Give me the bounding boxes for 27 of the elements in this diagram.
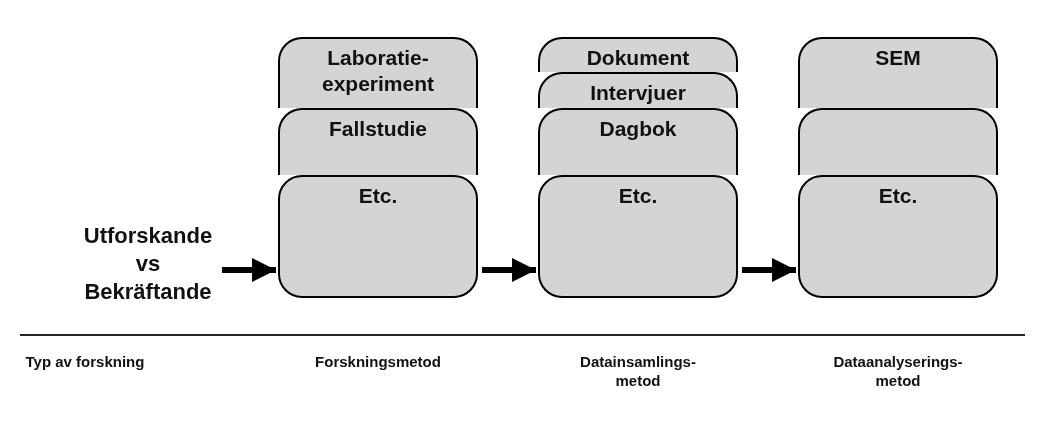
stacked-card — [798, 175, 998, 298]
stacked-card — [798, 108, 998, 175]
axis-category-label: Dataanalyserings- metod — [832, 352, 964, 390]
stacked-card — [538, 175, 738, 298]
arrow — [482, 258, 536, 282]
stacked-card — [278, 37, 478, 108]
card-label: Etc. — [878, 183, 918, 209]
research-type-text: Utforskande vs Bekräftande — [78, 222, 218, 306]
card-label: SEM — [875, 45, 921, 71]
arrow — [222, 258, 276, 282]
axis-category-label: Forskningsmetod — [314, 352, 442, 371]
card-label: Dagbok — [599, 116, 677, 142]
card-label: Laboratie- experiment — [320, 45, 435, 97]
stacked-card — [538, 37, 738, 72]
card-label: Etc. — [618, 183, 658, 209]
card-label: Etc. — [358, 183, 398, 209]
card-label: Intervjuer — [590, 80, 686, 106]
stacked-card — [278, 108, 478, 175]
axis-category-label: Typ av forskning — [24, 352, 146, 371]
arrow — [742, 258, 796, 282]
stacked-card — [278, 175, 478, 298]
stacked-card — [798, 37, 998, 108]
axis-category-label: Datainsamlings- metod — [579, 352, 697, 390]
card-label: Fallstudie — [329, 116, 427, 142]
card-label: Dokument — [586, 45, 690, 71]
stacked-card — [538, 72, 738, 108]
stacked-card — [538, 108, 738, 175]
